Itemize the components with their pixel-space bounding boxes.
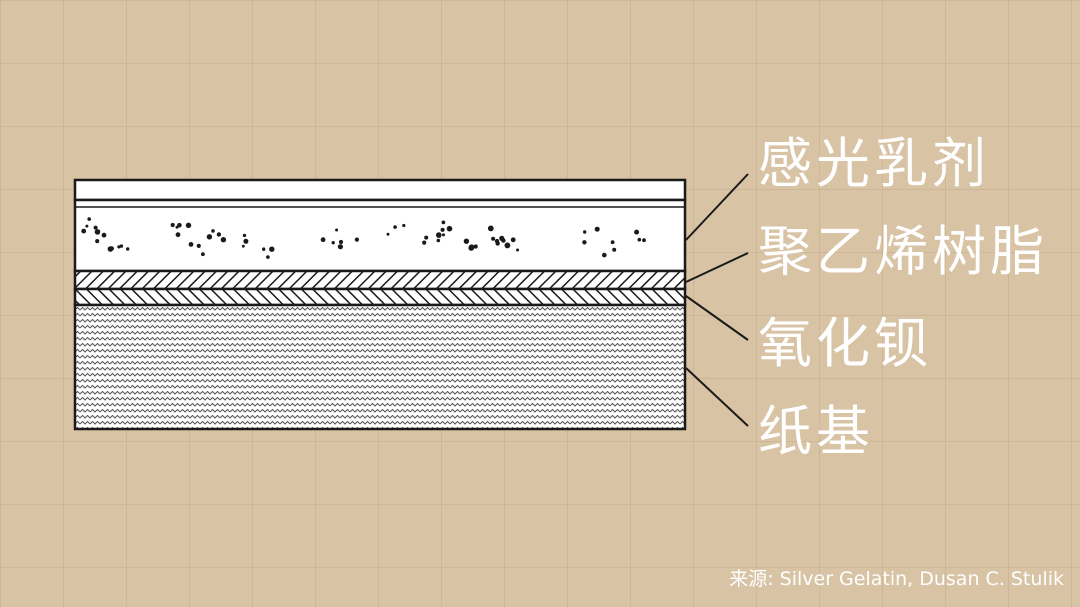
- grain-dot: [117, 245, 121, 249]
- grain-dot: [81, 228, 87, 234]
- grain-dot: [331, 241, 335, 245]
- grain-dot: [188, 242, 194, 247]
- grain-dot: [594, 226, 600, 232]
- grain-dot: [216, 232, 222, 237]
- grain-dot: [337, 244, 343, 250]
- grain-dot: [501, 238, 506, 243]
- grain-dot: [220, 237, 227, 243]
- grain-dot: [95, 239, 100, 244]
- label-paper-base: 纸基: [758, 400, 874, 463]
- grain-dot: [269, 246, 275, 252]
- grain-dot: [424, 235, 429, 240]
- source-credit: 来源: Silver Gelatin, Dusan C. Stulik: [729, 568, 1064, 590]
- grain-dot: [94, 229, 101, 235]
- grain-dot: [642, 238, 646, 243]
- grain-dot: [119, 244, 124, 248]
- grain-dot: [126, 247, 130, 251]
- grain-dot: [320, 237, 326, 243]
- grain-dot: [206, 234, 213, 240]
- grain-dot: [441, 220, 446, 225]
- emulsion-layer: [73, 198, 687, 273]
- grain-dot: [402, 223, 406, 228]
- grain-dot: [516, 248, 520, 252]
- grain-dot: [446, 225, 453, 232]
- grain-dot: [211, 229, 215, 233]
- grain-dot: [582, 240, 587, 245]
- leader-line-paper-base: [685, 367, 749, 427]
- grain-dot: [386, 232, 390, 236]
- label-polyethylene-resin: 聚乙烯树脂: [758, 220, 1048, 283]
- label-barium-oxide: 氧化钡: [758, 312, 932, 375]
- grain-dot: [170, 222, 175, 228]
- grain-dot: [175, 232, 181, 238]
- grain-dot: [436, 232, 442, 238]
- leader-line-emulsion: [685, 173, 749, 241]
- grain-dot: [637, 237, 642, 242]
- grain-dot: [422, 240, 427, 245]
- grain-dot: [354, 237, 359, 242]
- grain-dot: [393, 225, 397, 229]
- grain-dot: [491, 236, 496, 241]
- grain-dot: [442, 233, 445, 237]
- grain-dot: [463, 238, 470, 244]
- grain-dot: [109, 246, 115, 251]
- grain-dot: [473, 244, 478, 249]
- grain-dot: [612, 247, 617, 252]
- polyethylene-resin-layer: [73, 269, 687, 291]
- leader-line-polyethylene: [685, 252, 749, 283]
- grain-dot: [177, 222, 182, 228]
- grain-dot: [487, 225, 494, 232]
- grain-dot: [87, 217, 91, 221]
- grain-dot: [185, 222, 192, 228]
- grain-dot: [338, 239, 344, 245]
- grain-dot: [583, 230, 587, 234]
- barium-oxide-layer: [73, 287, 687, 307]
- silver-halide-grains: [81, 217, 646, 259]
- grain-dot: [201, 252, 205, 257]
- grain-dot: [241, 244, 245, 248]
- grain-dot: [266, 255, 270, 259]
- paper-base-layer: [73, 303, 687, 431]
- grain-dot: [335, 228, 339, 232]
- grain-dot: [610, 240, 615, 245]
- grain-dot: [101, 232, 107, 238]
- grain-dot: [602, 252, 607, 258]
- grain-dot: [510, 237, 516, 243]
- grain-dot: [93, 225, 98, 230]
- grain-dot: [85, 224, 89, 228]
- label-emulsion: 感光乳剂: [758, 132, 990, 195]
- grain-dot: [242, 233, 247, 238]
- grain-dot: [468, 244, 475, 251]
- leader-line-barium-oxide: [685, 295, 749, 341]
- grain-dot: [440, 227, 445, 232]
- grain-dot: [436, 238, 441, 243]
- grain-dot: [634, 229, 640, 235]
- grain-dot: [504, 242, 511, 249]
- top-coat-layer: [73, 178, 687, 202]
- grain-dot: [262, 247, 266, 251]
- grain-dot: [494, 238, 500, 244]
- grain-dot: [196, 243, 201, 248]
- grain-dot: [243, 238, 249, 244]
